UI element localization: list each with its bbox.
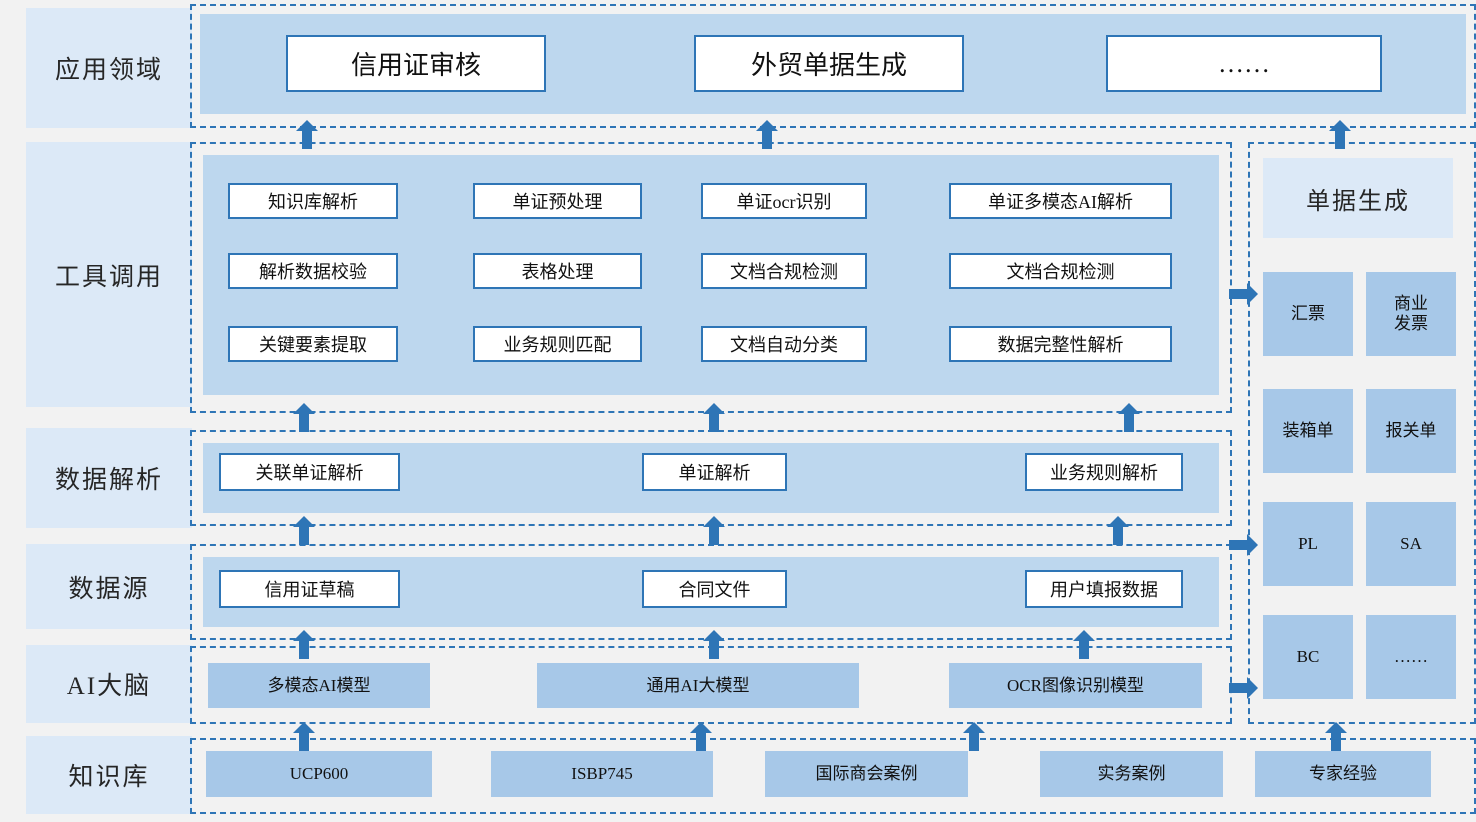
arrow-up-to-ai-brain-2	[963, 722, 985, 751]
arrow-up-to-application-0	[296, 120, 318, 150]
tool-item-2-1[interactable]: 业务规则匹配	[473, 326, 642, 362]
arrow-up-to-data-source-1	[703, 630, 725, 660]
row-label-knowledge-base: 知识库	[26, 736, 192, 814]
knowledge-base-item-4[interactable]: 专家经验	[1255, 751, 1431, 797]
document-generation-item-2[interactable]: 装箱单	[1263, 389, 1353, 473]
arrow-up-to-data-source-2	[1073, 630, 1095, 660]
knowledge-base-item-2[interactable]: 国际商会案例	[765, 751, 968, 797]
ai-brain-item-2[interactable]: OCR图像识别模型	[949, 663, 1202, 708]
tool-item-2-2[interactable]: 文档自动分类	[701, 326, 867, 362]
tool-item-0-0[interactable]: 知识库解析	[228, 183, 398, 219]
arrow-up-to-application-1	[756, 120, 778, 150]
knowledge-base-item-3[interactable]: 实务案例	[1040, 751, 1223, 797]
arrow-up-to-ai-brain-1	[690, 722, 712, 751]
document-generation-item-4[interactable]: PL	[1263, 502, 1353, 586]
document-generation-item-6[interactable]: BC	[1263, 615, 1353, 699]
data-parsing-item-2[interactable]: 业务规则解析	[1025, 453, 1183, 491]
knowledge-base-item-1[interactable]: ISBP745	[491, 751, 713, 797]
data-parsing-item-0[interactable]: 关联单证解析	[219, 453, 400, 491]
data-source-item-1[interactable]: 合同文件	[642, 570, 787, 608]
row-label-ai-brain: AI大脑	[26, 645, 192, 723]
arrow-up-to-data-parsing-1	[703, 516, 725, 546]
row-label-data-parsing: 数据解析	[26, 428, 192, 528]
arrow-up-to-data-source-0	[293, 630, 315, 660]
document-generation-group	[1248, 142, 1476, 724]
application-item-1[interactable]: 外贸单据生成	[694, 35, 964, 92]
document-generation-item-5[interactable]: SA	[1366, 502, 1456, 586]
knowledge-base-item-0[interactable]: UCP600	[206, 751, 432, 797]
arrow-up-to-data-parsing-2	[1107, 516, 1129, 546]
application-item-2[interactable]: ……	[1106, 35, 1382, 92]
arrow-up-to-application-2	[1329, 120, 1351, 150]
arrow-right-tools-to-docgen	[1229, 283, 1259, 305]
tool-item-2-3[interactable]: 数据完整性解析	[949, 326, 1172, 362]
tool-item-1-2[interactable]: 文档合规检测	[701, 253, 867, 289]
document-generation-item-1[interactable]: 商业 发票	[1366, 272, 1456, 356]
arrow-right-parsing-to-docgen	[1229, 534, 1259, 556]
tool-item-0-2[interactable]: 单证ocr识别	[701, 183, 867, 219]
document-generation-item-3[interactable]: 报关单	[1366, 389, 1456, 473]
tool-item-1-3[interactable]: 文档合规检测	[949, 253, 1172, 289]
arrow-up-to-ai-brain-0	[293, 722, 315, 751]
ai-brain-item-0[interactable]: 多模态AI模型	[208, 663, 430, 708]
ai-brain-item-1[interactable]: 通用AI大模型	[537, 663, 859, 708]
arrow-up-to-docgen-bottom	[1325, 722, 1347, 751]
tool-item-1-0[interactable]: 解析数据校验	[228, 253, 398, 289]
arrow-up-to-tools-0	[293, 403, 315, 433]
row-label-tools: 工具调用	[26, 142, 192, 407]
arrow-up-to-tools-1	[703, 403, 725, 433]
document-generation-item-0[interactable]: 汇票	[1263, 272, 1353, 356]
tool-item-0-3[interactable]: 单证多模态AI解析	[949, 183, 1172, 219]
row-label-application: 应用领域	[26, 8, 192, 128]
row-label-data-source: 数据源	[26, 544, 192, 629]
data-source-item-2[interactable]: 用户填报数据	[1025, 570, 1183, 608]
tool-item-0-1[interactable]: 单证预处理	[473, 183, 642, 219]
arrow-right-aibrain-to-docgen	[1229, 677, 1259, 699]
knowledge-base-group	[190, 738, 1476, 814]
document-generation-title: 单据生成	[1263, 158, 1453, 238]
application-item-0[interactable]: 信用证审核	[286, 35, 546, 92]
document-generation-item-7[interactable]: ……	[1366, 615, 1456, 699]
tool-item-2-0[interactable]: 关键要素提取	[228, 326, 398, 362]
data-source-item-0[interactable]: 信用证草稿	[219, 570, 400, 608]
arrow-up-to-tools-2	[1118, 403, 1140, 433]
arrow-up-to-data-parsing-0	[293, 516, 315, 546]
data-parsing-item-1[interactable]: 单证解析	[642, 453, 787, 491]
application-group	[190, 4, 1476, 128]
tool-item-1-1[interactable]: 表格处理	[473, 253, 642, 289]
